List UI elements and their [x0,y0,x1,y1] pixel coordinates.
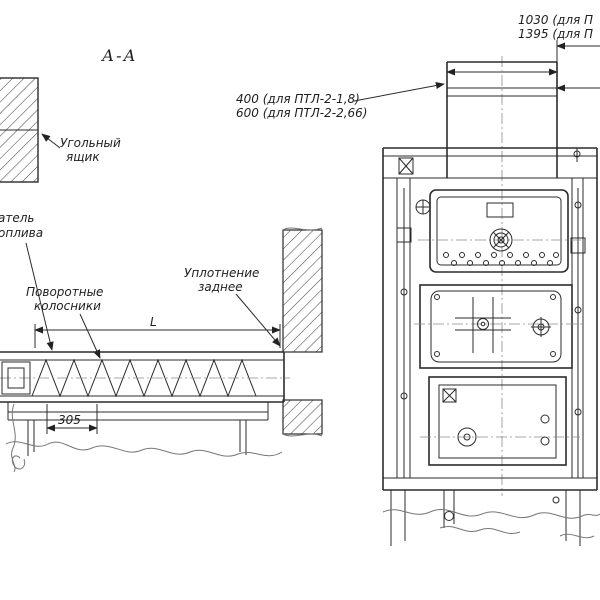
door-handle [531,317,551,337]
ash-door-knob [457,427,477,447]
bolt-row [443,252,559,266]
rear-wall-upper [282,229,323,353]
ash-door-plate [442,388,457,403]
screw-conveyor [0,351,290,456]
top-band-right-bolt [573,148,581,162]
dim-conveyor-length: L [34,315,281,348]
conveyor-lower-channel [7,402,269,421]
coal-box-label-line1: Угольный [60,136,121,150]
ash-door-section [420,376,580,466]
conveyor-legs [27,420,247,456]
left-valve [415,199,431,215]
coal-box [0,77,39,183]
conveyor-left-bearing [1,361,31,395]
fire-door-section [414,284,584,369]
boiler-top-band [382,147,598,179]
rear-wall [282,227,323,437]
dim-L-text: L [150,315,157,329]
rotary-grates-label-line2: колосники [34,299,101,313]
section-view-aa: А-А Угольный ящик атель оплива Поворотны… [0,46,323,473]
leg-anchor-bolt [444,511,454,521]
top-band-left-box [398,157,414,175]
rotary-grates-label-line1: Поворотные [26,285,103,299]
rear-wall-break-bottom [282,433,323,437]
screw-flights [31,358,257,398]
dim-top-right-line2: 1395 (для П [518,27,593,41]
door-corner-bolts [434,294,556,357]
coal-box-label: Угольный ящик [41,133,121,164]
burner-sight-box [486,202,514,218]
dim-duct-line1: 400 (для ПТЛ-2-1,8) [236,92,360,106]
rear-seal-label-line2: заднее [198,280,243,294]
rear-seal-label: Уплотнение заднее [184,266,281,347]
ash-door-bolt-2 [540,436,550,446]
door-latch [455,297,511,353]
fuel-feeder-label: атель оплива [0,211,54,351]
dim-duct-line2: 600 (для ПТЛ-2-2,66) [236,106,367,120]
dim-pitch-305: 305 [46,404,98,434]
burner-assembly [415,189,584,273]
right-pipe-column [570,188,586,478]
boiler-legs [390,490,581,546]
boiler-frame [382,178,598,491]
fuel-feeder-label-line2: оплива [0,226,43,240]
front-view-boiler: 1030 (для П 1395 (для П 400 (для ПТЛ-2-1… [236,13,600,546]
leg-bolt-right [552,496,560,504]
rotary-grates-label: Поворотные колосники [26,285,103,359]
rear-seal-label-line1: Уплотнение [184,266,259,280]
break-lines-left [5,403,283,473]
section-title: А-А [101,46,138,65]
dim-duct-width: 400 (для ПТЛ-2-1,8) 600 (для ПТЛ-2-2,66) [236,68,558,120]
dim-overall-top-right: 1030 (для П 1395 (для П [518,13,600,92]
coal-box-label-line2: ящик [66,150,100,164]
break-lines-right [382,509,600,539]
rear-wall-break-top [282,227,323,231]
dim-top-right-line1: 1030 (для П [518,13,593,27]
left-pipe-column [396,188,412,478]
dim-305-text: 305 [58,413,81,427]
ash-door-bolt-1 [540,414,550,424]
fuel-feeder-label-line1: атель [0,211,34,225]
rear-wall-lower [282,399,323,435]
handwheel [489,228,513,252]
